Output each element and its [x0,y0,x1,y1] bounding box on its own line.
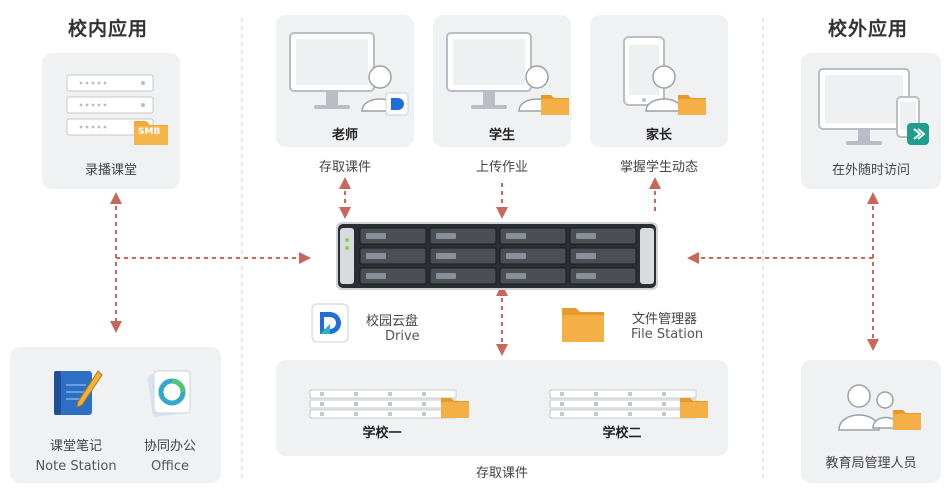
school-two-server-icon[interactable] [549,388,710,424]
parent-card[interactable]: 家长 [590,15,728,147]
server-rack-icon [66,74,154,136]
school-one-server-icon[interactable] [309,388,470,424]
recording-card[interactable]: SMB 录播课堂 [42,53,180,189]
smb-badge: SMB [138,127,161,137]
office-label-zh: 协同办公 [143,439,196,454]
schools-caption: 存取课件 [475,466,528,481]
student-caption: 上传作业 [475,160,528,175]
quickconnect-icon [907,123,929,145]
schools-card: 学校一 学校二 [276,360,728,456]
file-station-label-zh: 文件管理器 [632,312,698,327]
smb-folder-icon [134,121,168,145]
drive-label-en: Drive [385,329,420,344]
section-heading-internal: 校内应用 [68,18,149,40]
file-station-label-en: File Station [631,327,704,342]
folder-icon [678,95,706,115]
office-icon[interactable] [146,367,198,419]
school-one-label: 学校一 [362,426,402,441]
teacher-caption: 存取课件 [318,160,371,175]
note-station-label-en: Note Station [35,459,117,474]
nas-server-icon[interactable] [336,222,658,292]
note-station-icon[interactable] [52,367,104,419]
folder-icon [680,398,708,418]
drive-badge-icon [385,92,409,116]
monitor-icon [446,32,532,109]
school-two-label: 学校二 [602,426,642,441]
folder-icon [541,95,569,115]
section-heading-external: 校外应用 [828,18,909,40]
internal-apps-card: 课堂笔记 Note Station 协同办公 Office [10,347,221,483]
parent-label: 家长 [645,128,672,143]
monitor-icon [818,68,910,145]
folder-icon [441,398,469,418]
note-station-label-zh: 课堂笔记 [49,439,102,454]
teacher-card[interactable]: 老师 [276,15,414,147]
remote-access-card[interactable]: 在外随时访问 [801,53,941,189]
monitor-icon [289,32,375,109]
drive-label-zh: 校园云盘 [366,314,419,329]
remote-access-label: 在外随时访问 [831,163,910,178]
office-label-en: Office [151,459,189,474]
file-station-icon[interactable] [562,305,606,343]
drive-icon[interactable] [311,303,352,344]
folder-icon [893,410,921,430]
tablet-icon [623,36,665,106]
teacher-label: 老师 [331,128,358,143]
student-label: 学生 [488,128,515,143]
bureau-label: 教育局管理人员 [825,456,917,471]
bureau-card[interactable]: 教育局管理人员 [801,360,941,483]
recording-label: 录播课堂 [84,163,137,178]
student-card[interactable]: 学生 [433,15,571,147]
parent-caption: 掌握学生动态 [619,160,698,175]
